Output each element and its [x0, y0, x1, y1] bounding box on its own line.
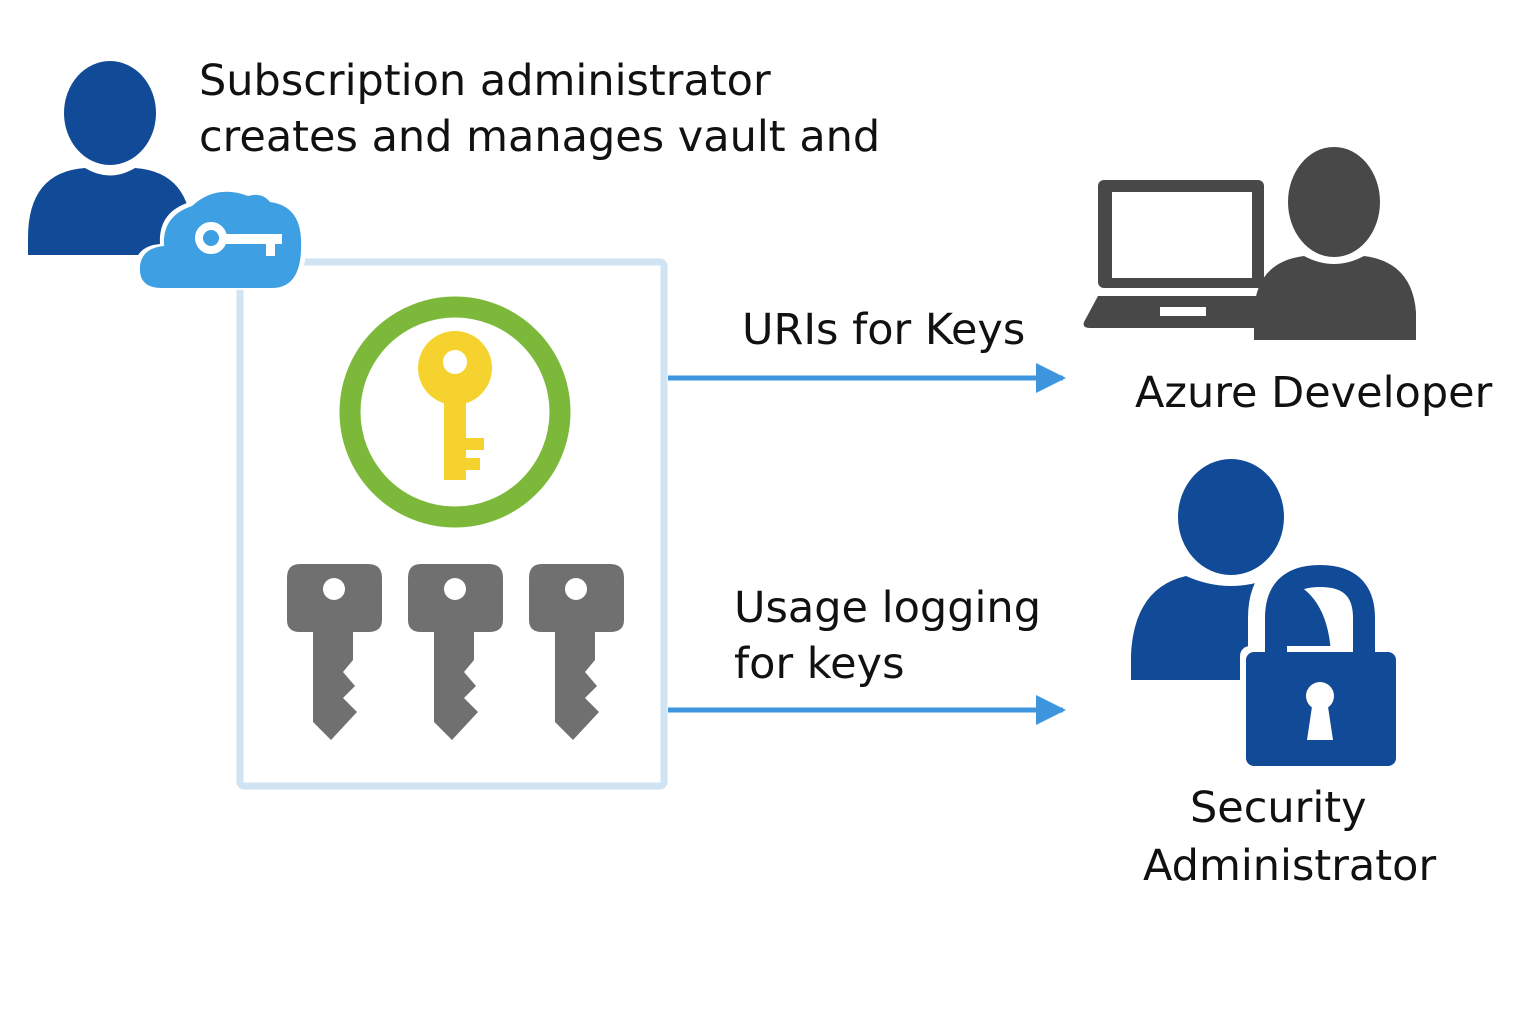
- usage-logging-label-line2: for keys: [734, 639, 905, 689]
- admin-description-line2: creates and manages vault and: [199, 112, 881, 162]
- laptop-user-icon: [1083, 147, 1416, 340]
- cloud-key-icon: [133, 186, 307, 290]
- admin-description-line1: Subscription administrator: [199, 56, 771, 106]
- uris-label: URIs for Keys: [742, 305, 1026, 355]
- subscription-admin-icon: [28, 61, 192, 255]
- azure-developer-label: Azure Developer: [1135, 368, 1493, 418]
- security-admin-label-line2: Administrator: [1143, 841, 1437, 891]
- key-vault-box: [236, 258, 668, 790]
- user-lock-icon: [1131, 459, 1402, 772]
- usage-logging-label-line1: Usage logging: [734, 583, 1041, 633]
- key-icon: [287, 564, 382, 740]
- key-icon: [529, 564, 624, 740]
- master-key-icon: [339, 296, 571, 528]
- key-icon: [408, 564, 503, 740]
- security-admin-label-line1: Security: [1190, 783, 1367, 833]
